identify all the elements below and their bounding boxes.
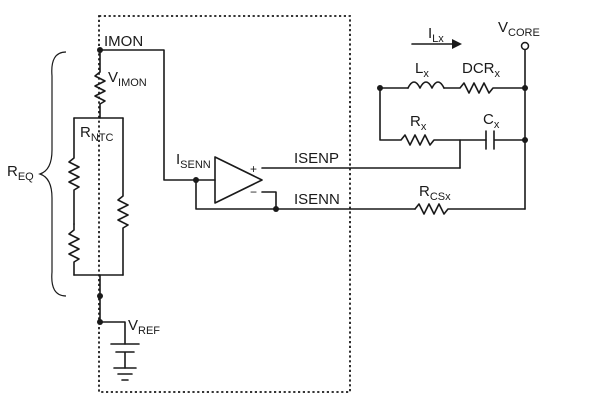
r-eq-label: REQ — [7, 163, 34, 183]
junction-vref — [97, 319, 103, 325]
dcr-x-label: DCRx — [462, 60, 501, 80]
imon-wire — [99, 49, 216, 181]
c-x-label: Cx — [483, 111, 500, 131]
left-resistor-upper — [68, 117, 80, 225]
junction-vcore-cx — [522, 137, 528, 143]
junction-rntc-bottom — [97, 293, 103, 299]
isenp-label: ISENP — [294, 150, 339, 167]
i-senn-label: ISENN — [176, 151, 211, 171]
v-ref-label: VREF — [128, 317, 160, 337]
r-csx-resistor — [414, 203, 526, 215]
vref-battery — [110, 343, 140, 369]
v-core-label: VCORE — [498, 19, 540, 39]
op-amp-plus: + — [250, 162, 257, 176]
vcore-terminal — [520, 41, 530, 51]
isenn-label: ISENN — [294, 191, 340, 208]
r-ntc-resistor — [117, 117, 129, 276]
i-lx-arrowhead — [452, 39, 462, 49]
junction-isenn — [193, 177, 199, 183]
junction-feedback — [273, 206, 279, 212]
dcrx-resistor — [443, 82, 526, 94]
l-x-label: Lx — [415, 60, 429, 80]
req-brace — [38, 51, 67, 297]
lx-inductor — [407, 81, 445, 89]
ground-symbol — [113, 367, 137, 381]
ic-boundary — [98, 15, 351, 393]
junction-imon — [97, 47, 103, 53]
v-imon-resistor — [94, 49, 106, 119]
v-imon-label: VIMON — [108, 69, 147, 89]
cx-capacitor — [459, 130, 526, 169]
r-csx-label: RCSx — [419, 183, 451, 203]
left-resistor-lower — [68, 223, 80, 276]
junction-vcore-top — [522, 85, 528, 91]
op-amp — [214, 156, 263, 204]
op-amp-minus: − — [250, 185, 257, 199]
vref-wire — [99, 274, 126, 345]
imon-label: IMON — [104, 33, 143, 50]
r-x-label: Rx — [410, 113, 427, 133]
junction-lx-left — [377, 85, 383, 91]
r-ntc-label: RNTC — [80, 124, 114, 144]
rx-branch-wire — [379, 87, 487, 146]
i-lx-label: ILx — [428, 25, 444, 45]
